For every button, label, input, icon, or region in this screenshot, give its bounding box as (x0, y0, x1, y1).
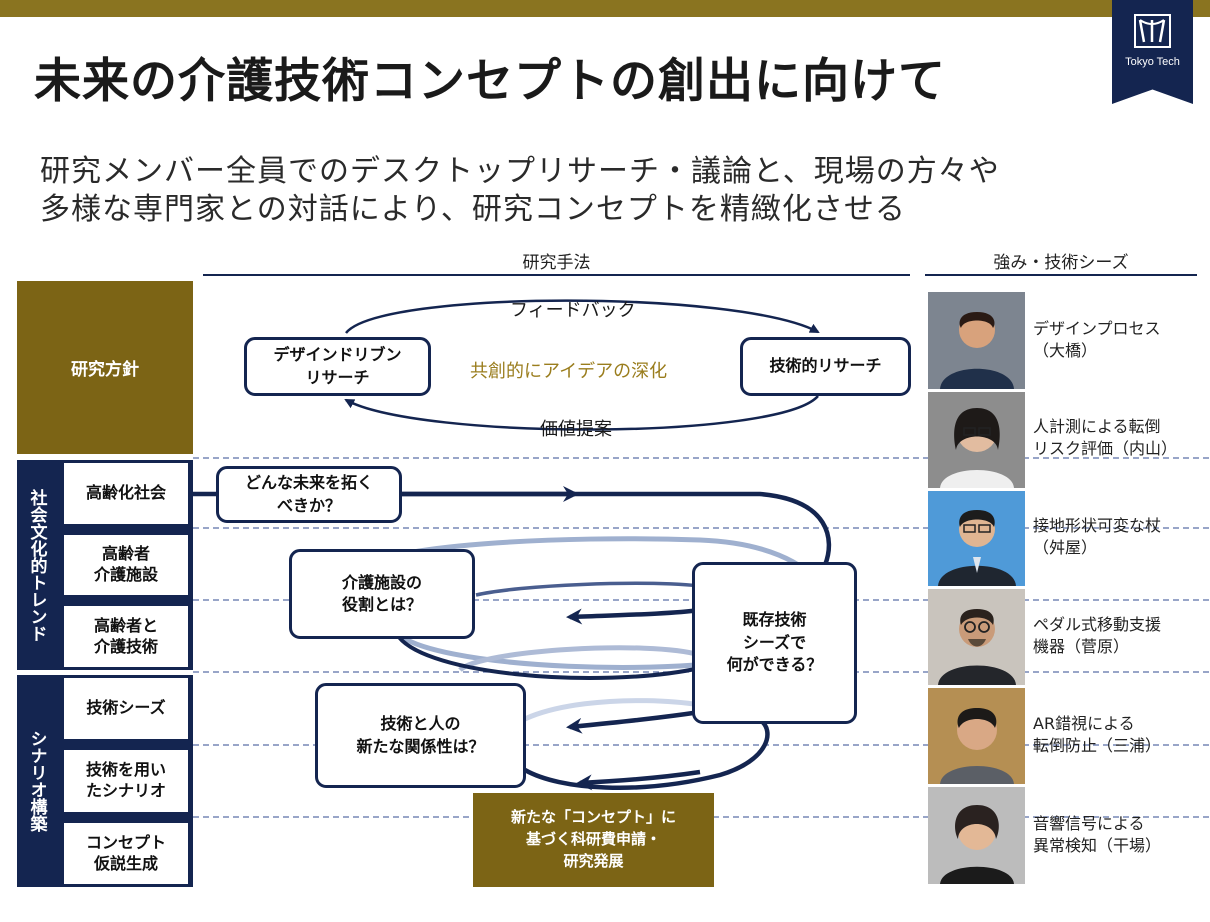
research-policy-label: 研究方針 (17, 281, 193, 454)
row-tech-seeds: 技術シーズ (61, 675, 191, 742)
relationship-node: 技術と人の 新たな関係性は？ (315, 683, 526, 788)
spiral-loop-back-3 (497, 698, 701, 742)
photo-uchiyama (928, 392, 1025, 488)
design-driven-research-node: デザインドリブン リサーチ (244, 337, 431, 396)
photo-sugawara (928, 589, 1025, 685)
feedback-arrow (345, 299, 820, 334)
page-title: 未来の介護技術コンセプトの創出に向けて (34, 54, 946, 109)
seed-text-hoshiba: 音響信号による 異常検知（干場） (1033, 814, 1162, 855)
photo-hoshiba (928, 787, 1025, 884)
row-elderly-care-facility: 高齢者 介護施設 (61, 532, 191, 598)
top-accent-bar (0, 0, 1210, 17)
spiral-arrow-upper-1 (475, 581, 701, 597)
person-icon (928, 589, 1025, 685)
spiral-loop-back-2 (458, 645, 701, 673)
subtitle-line-2: 多様な専門家との対話により、研究コンセプトを精緻化させる (40, 192, 906, 227)
logo-text: Tokyo Tech (1125, 56, 1180, 68)
photo-masuya (928, 491, 1025, 586)
methods-column-header: 研究手法 (522, 253, 591, 273)
seed-text-uchiyama: 人計測による転倒 リスク評価（内山） (1033, 417, 1178, 458)
subtitle-line-1: 研究メンバー全員でのデスクトップリサーチ・議論と、現場の方々や (40, 154, 1000, 189)
scenario-group-label: シナリオ構築 (26, 730, 47, 832)
photo-ohashi (928, 292, 1025, 389)
spiral-arrow-lower-2 (523, 718, 770, 790)
person-icon (928, 688, 1025, 784)
future-question-node: どんな未来を拓く べきか？ (216, 466, 402, 523)
person-icon (928, 787, 1025, 884)
technical-research-node: 技術的リサーチ (740, 337, 911, 396)
seeds-column-header: 強み・技術シーズ (993, 253, 1129, 273)
spiral-arrow-left-2 (566, 709, 701, 734)
spiral-arrow-left-3 (576, 769, 701, 791)
feedback-label: フィードバック (510, 300, 636, 321)
value-proposal-label: 価値提案 (540, 419, 612, 440)
seed-text-masuya: 接地形状可変な杖 （舛屋） (1033, 516, 1162, 557)
co-creation-label: 共創的にアイデアの深化 (470, 361, 668, 382)
tokyo-tech-logo: Tokyo Tech (1112, 0, 1193, 104)
seeds-header-rule (925, 274, 1197, 276)
seed-text-sugawara: ペダル式移動支援 機器（菅原） (1033, 615, 1162, 656)
person-icon (928, 491, 1025, 586)
seed-text-miura: AR錯視による 転倒防止（三浦） (1033, 714, 1162, 755)
new-concept-box: 新たな「コンセプト」に 基づく科研費申請・ 研究発展 (473, 793, 714, 887)
trend-group-label: 社会文化的トレンド (26, 488, 47, 642)
row-elderly-care-tech: 高齢者と 介護技術 (61, 603, 191, 670)
row-tech-scenario: 技術を用い たシナリオ (61, 747, 191, 815)
value-proposal-arrow (344, 395, 819, 431)
seed-text-ohashi: デザインプロセス （大橋） (1033, 319, 1161, 360)
facility-role-node: 介護施設の 役割とは？ (289, 549, 475, 639)
spiral-arrow-lower-1 (393, 629, 701, 680)
person-icon (928, 292, 1025, 389)
spiral-arrow-left-1 (566, 607, 701, 625)
photo-miura (928, 688, 1025, 784)
spiral-arrow-curve-1 (400, 491, 832, 566)
methods-header-rule (203, 274, 910, 276)
tokyo-tech-emblem-icon (1134, 14, 1171, 48)
row-concept-hypothesis: コンセプト 仮説生成 (61, 820, 191, 887)
existing-seeds-node: 既存技術 シーズで 何ができる？ (692, 562, 857, 724)
row-aging-society: 高齢化社会 (61, 460, 191, 527)
person-icon (928, 392, 1025, 488)
